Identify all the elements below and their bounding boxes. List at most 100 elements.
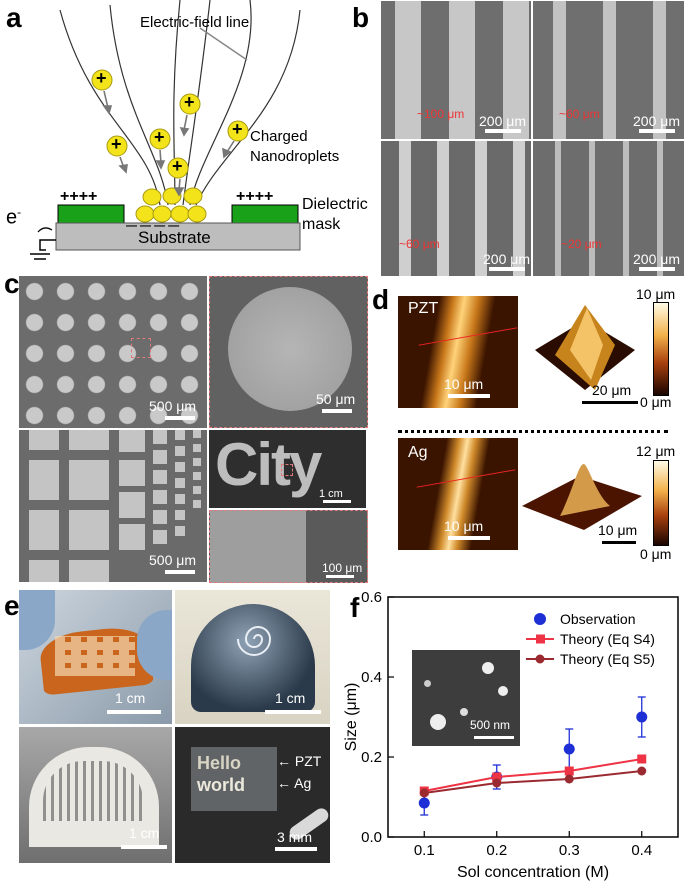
charged-label-1: Charged [250,128,308,145]
scale-bar [489,267,525,271]
scale-bar [582,401,638,404]
sem-lines-60um-b: 200 μm ~60 μm [381,141,531,276]
scale-bar [474,736,514,739]
scale-bar [485,129,521,133]
city-word: City [215,431,322,498]
sem-lines-20um: 200 μm ~20 μm [533,141,684,276]
dome [191,604,315,712]
scale-bar [448,536,490,540]
scale-bar [323,500,351,503]
scale-label: 200 μm [483,251,530,267]
panel-label-b: b [352,2,370,33]
scale-bar [107,710,161,714]
glass-slide [191,747,277,811]
y-axis-label: Size (μm) [343,683,360,752]
charged-label-2: Nanodroplets [250,148,340,165]
scale-bar [275,847,317,851]
scale-bar [322,409,352,413]
dot [228,287,352,411]
photo-dome: 1 cm [175,590,330,724]
glove-right [137,610,172,680]
square-pattern [29,430,201,582]
sem-square-array: 500 μm [19,430,207,582]
photo-flexible-array: 1 cm [19,590,172,724]
dielectric-label-1: Dielectric [302,196,368,213]
afm-ag-3d [522,464,642,530]
scale-bar [121,845,167,849]
divider [398,430,668,433]
droplet-charge: + [232,119,243,139]
substrate-label: Substrate [138,228,211,247]
observation-point [563,743,575,755]
y-tick-label: 0.6 [361,589,382,606]
colorbar-max: 10 μm [636,286,676,302]
photo-hello-world: Hello world ← PZT ← Ag 3 mm [175,727,330,863]
inset-sem: 500 nm [412,650,520,746]
world-text: world [197,775,245,795]
plus-right: ++++ [236,188,274,205]
particle [460,708,468,716]
scale-bar [165,416,195,420]
scale-label: 10 μm [444,376,484,392]
afm-pzt-2d: PZT 10 μm [398,296,518,408]
panel-label-c: c [4,268,20,299]
plot-frame [387,596,679,838]
scale-bar [265,710,321,714]
scale-label: 1 cm [275,690,306,706]
legend-marker [534,613,546,625]
profile-line [416,469,516,488]
particle [482,662,494,674]
droplet-charge: + [172,156,183,176]
scale-label: 10 μm [598,522,638,538]
theory-s5-point [492,778,502,788]
zoom-box [281,464,293,476]
colorbar-ag [653,460,669,546]
colorbar-min: 0 μm [640,546,672,562]
profile-line [418,327,518,346]
theory-s4-point [564,766,574,776]
width-label: ~60 μm [399,237,440,251]
sem-dot-zoom: 50 μm [209,276,368,428]
droplet-charge: + [184,92,195,112]
particle [430,714,446,730]
legend-label: Observation [560,611,635,627]
panel-label-d: d [372,284,390,315]
legend-marker [536,634,545,644]
width-label: ~20 μm [561,237,602,251]
scale-bar [165,570,195,574]
zoom-box [131,338,151,358]
legend-marker [535,654,545,664]
theory-s5-point [419,788,429,798]
particle [424,680,431,687]
droplet-charge: + [96,68,107,88]
pzt-callout: ← PZT [277,753,322,769]
scale-label: 200 μm [479,113,526,129]
sem-city-zoom: 100 μm [209,510,368,583]
droplet-charge: + [111,134,122,154]
y-tick-label: 0.2 [361,749,382,766]
scale-bar [326,575,354,578]
scale-label: 3 mm [277,829,312,845]
scale-label: 1 cm [115,690,146,706]
scale-label: 1 cm [319,488,343,500]
x-tick-label: 0.2 [486,842,507,859]
y-tick-label: 0.4 [361,669,382,686]
scale-bar [602,541,636,544]
x-tick-label: 0.4 [631,842,652,859]
x-tick-label: 0.1 [414,842,435,859]
series-line [424,770,642,794]
colorbar-min: 0 μm [640,394,672,410]
scale-label: 10 μm [444,518,484,534]
panel-label-a: a [6,2,22,33]
ag-label: Ag [408,444,428,461]
theory-s5-point [637,766,647,776]
pzt-label: PZT [408,300,439,317]
droplet-charge: + [154,127,165,147]
legend-label: Theory (Eq S4) [560,631,655,647]
photo-ceramic-strip: 1 cm [19,727,172,863]
panel-a-schematic [30,0,301,260]
series-line [424,758,642,792]
panel-label-f: f [350,592,360,623]
sem-lines-100um: 200 μm ~100 μm [381,1,531,139]
